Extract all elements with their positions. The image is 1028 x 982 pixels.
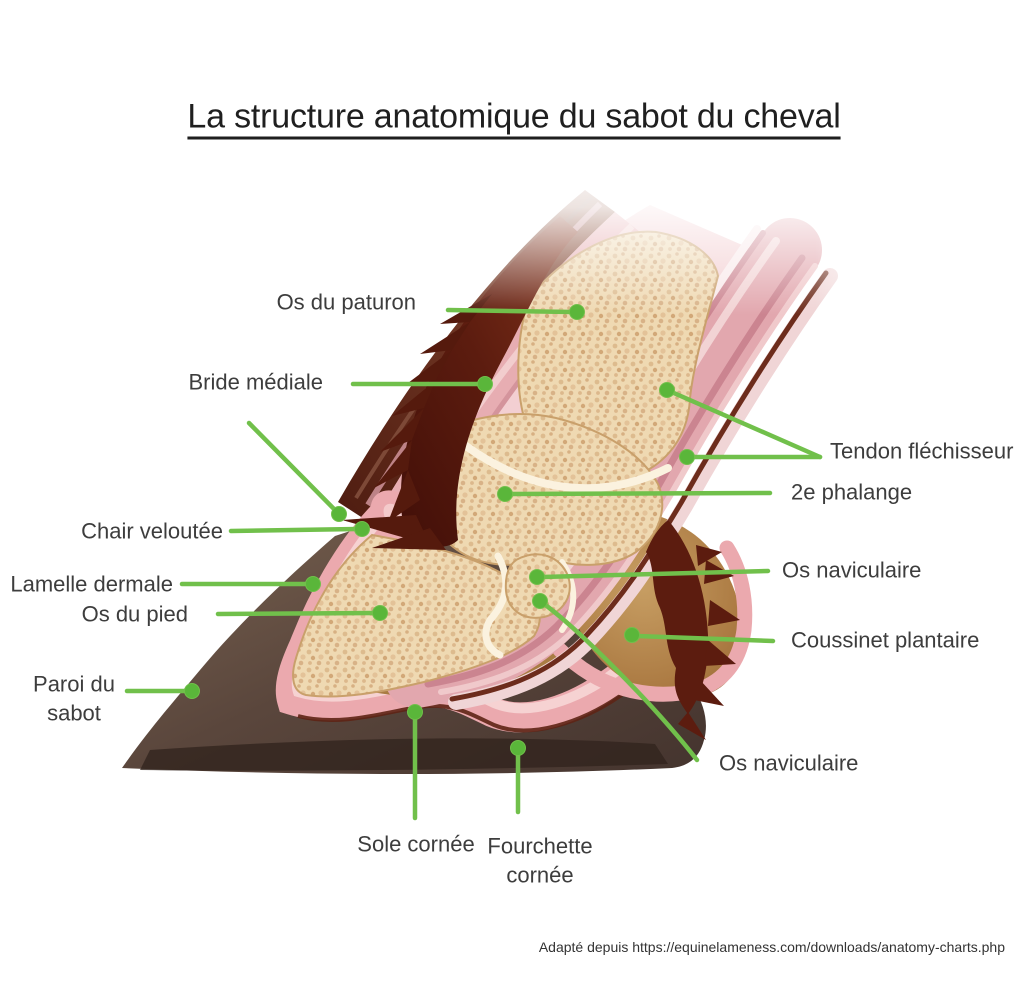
dot-fourchette bbox=[510, 740, 526, 756]
leader-chair-veloutee bbox=[228, 526, 360, 534]
leader-os-naviculaire bbox=[539, 568, 771, 580]
dot-chair-veloutee bbox=[354, 521, 370, 537]
label-tendon-flechisseur: Tendon fléchisseur bbox=[830, 438, 1014, 464]
dot-2e-phalange bbox=[497, 486, 513, 502]
dot-paroi-du-sabot bbox=[184, 683, 200, 699]
leader-coussinet bbox=[634, 633, 776, 644]
label-os-du-paturon: Os du paturon bbox=[276, 289, 416, 315]
label-coussinet-plantaire: Coussinet plantaire bbox=[791, 627, 980, 653]
fade-right bbox=[815, 150, 940, 580]
leader-dots bbox=[184, 304, 695, 756]
navicular-bone bbox=[504, 553, 571, 619]
label-fourchette-cornee: Fourchette cornée bbox=[487, 833, 593, 887]
label-bride-mediale: Bride médiale bbox=[188, 369, 323, 395]
leader-os-naviculaire-2 bbox=[537, 598, 700, 763]
joint-space bbox=[462, 442, 672, 493]
label-sole-cornee: Sole cornée bbox=[357, 831, 475, 857]
dot-os-du-paturon bbox=[569, 304, 585, 320]
leader-os-du-paturon bbox=[445, 307, 575, 315]
dot-os-naviculaire bbox=[529, 569, 545, 585]
dot-bride-mediale bbox=[477, 376, 493, 392]
heel-hair-tufts bbox=[646, 520, 740, 740]
dot-coussinet bbox=[624, 627, 640, 643]
dot-sole-cornee bbox=[407, 704, 423, 720]
dot-tendon-a bbox=[659, 382, 675, 398]
label-os-du-pied: Os du pied bbox=[81, 601, 188, 627]
leader-os-du-pied bbox=[215, 610, 378, 617]
leader-tendon-a bbox=[664, 387, 823, 460]
label-os-naviculaire-2: Os naviculaire bbox=[719, 750, 859, 776]
label-paroi-du-sabot: Paroi du sabot bbox=[33, 671, 115, 725]
joint-space bbox=[482, 552, 510, 659]
label-os-naviculaire: Os naviculaire bbox=[782, 557, 922, 583]
sole-shadow bbox=[140, 738, 668, 771]
leader-2e-phalange bbox=[507, 490, 773, 497]
attribution-text: Adapté depuis https://equinelameness.com… bbox=[538, 939, 1005, 955]
dot-lamelle-dermale bbox=[305, 576, 321, 592]
dot-os-du-pied bbox=[372, 605, 388, 621]
dot-bride-mediale-2 bbox=[331, 506, 347, 522]
heel-pink-wrap bbox=[552, 540, 753, 702]
dot-os-naviculaire-2 bbox=[532, 593, 548, 609]
leader-bride-mediale-2 bbox=[246, 420, 339, 514]
page-title: La structure anatomique du sabot du chev… bbox=[187, 97, 841, 136]
label-chair-veloutee: Chair veloutée bbox=[81, 518, 223, 544]
leader-lines bbox=[124, 307, 823, 821]
fade-top bbox=[330, 150, 890, 315]
dot-tendon-b bbox=[679, 449, 695, 465]
label-2e-phalange: 2e phalange bbox=[791, 479, 913, 505]
label-lamelle-dermale: Lamelle dermale bbox=[10, 571, 173, 597]
